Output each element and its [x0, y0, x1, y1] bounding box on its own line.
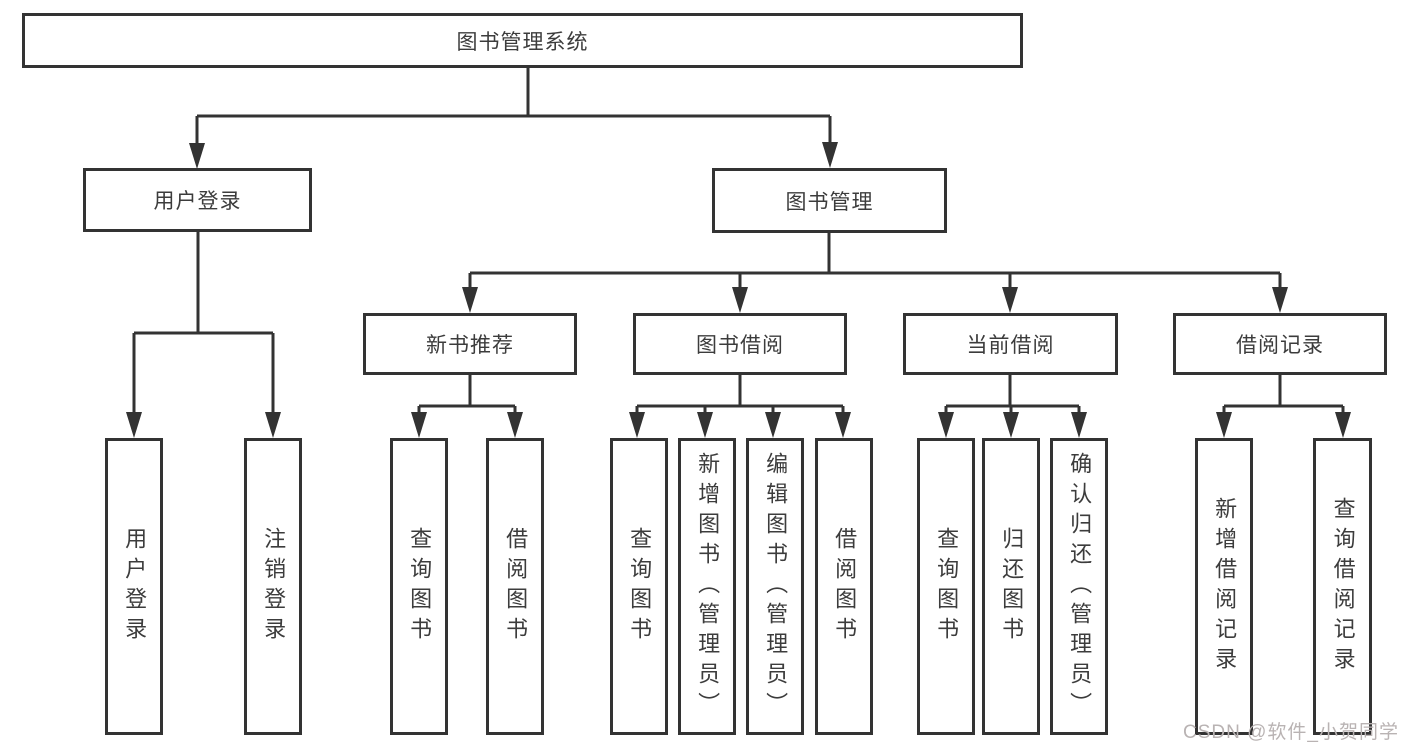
- node-current-borrow: 当前借阅: [903, 313, 1118, 375]
- node-edit-books-admin: 编辑图书（管理员）: [746, 438, 804, 735]
- node-new-book-recommend: 新书推荐: [363, 313, 577, 375]
- csdn-watermark: CSDN @软件_小贺同学: [1183, 722, 1399, 743]
- node-add-borrow-record: 新增借阅记录: [1195, 438, 1253, 735]
- node-borrow-books-leaf: 借阅图书: [815, 438, 873, 735]
- node-confirm-return-admin: 确认归还（管理员）: [1050, 438, 1108, 735]
- node-query-books-recommend: 查询图书: [390, 438, 448, 735]
- node-user-login-leaf: 用户登录: [105, 438, 163, 735]
- node-borrow-books-recommend: 借阅图书: [486, 438, 544, 735]
- node-book-borrow: 图书借阅: [633, 313, 847, 375]
- tree-connectors: [132, 68, 1345, 433]
- node-root: 图书管理系统: [22, 13, 1023, 68]
- node-query-books-borrow: 查询图书: [610, 438, 668, 735]
- node-add-books-admin: 新增图书（管理员）: [678, 438, 736, 735]
- node-return-books: 归还图书: [982, 438, 1040, 735]
- node-book-management: 图书管理: [712, 168, 947, 233]
- arrowheads: [126, 142, 1351, 438]
- node-query-books-current: 查询图书: [917, 438, 975, 735]
- node-query-borrow-record: 查询借阅记录: [1313, 438, 1372, 735]
- node-logout-leaf: 注销登录: [244, 438, 302, 735]
- node-user-login: 用户登录: [83, 168, 312, 232]
- node-borrow-records: 借阅记录: [1173, 313, 1387, 375]
